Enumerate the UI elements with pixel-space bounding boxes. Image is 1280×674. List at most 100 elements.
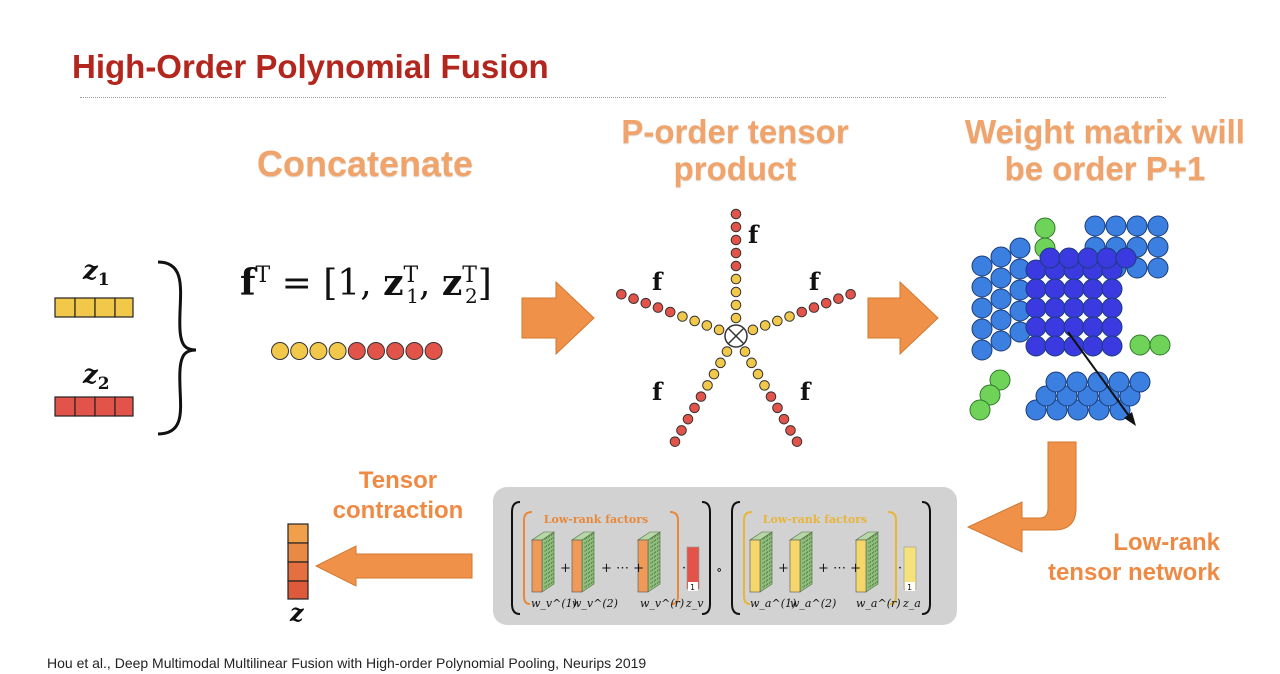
tensor-contraction-line2: contraction: [332, 497, 464, 524]
weight-node-green: [969, 399, 991, 421]
tensor-arm-node: [730, 234, 742, 246]
formula-f: f: [240, 262, 256, 304]
formula-comma: ,: [418, 263, 442, 304]
weight-node-blue: [1066, 371, 1088, 393]
weight-node-blue: [1126, 215, 1148, 237]
weight-node-dark-blue: [1096, 247, 1118, 269]
tensor-arm-node: [739, 346, 751, 357]
tensor-arm-node: [746, 357, 757, 369]
weight-node-dark-blue: [1101, 297, 1123, 319]
tensor-arm-node: [616, 288, 627, 300]
f-vector: [271, 342, 443, 360]
tensor-arm-node: [791, 436, 803, 447]
tensor-arm-node: [730, 221, 742, 233]
tensor-arm-node: [730, 208, 742, 220]
tensor-product-heading: P-order tensor product: [600, 113, 870, 188]
tensor-arm-node: [730, 312, 742, 324]
weight-axis-arrow: [1067, 331, 1133, 421]
weight-node-blue: [971, 276, 993, 298]
weight-node-dark-blue: [1115, 247, 1137, 269]
weight-matrix-heading-line1: Weight matrix will: [965, 113, 1245, 150]
tensor-arm-node: [730, 247, 742, 259]
weight-node-dark-blue: [1039, 247, 1061, 269]
weight-node-blue: [1129, 371, 1151, 393]
dot-a: ·: [898, 561, 902, 576]
arrow-contraction: [314, 545, 473, 587]
label-za: z_a: [902, 597, 921, 610]
tensor-arm-node: [796, 306, 808, 318]
weight-matrix-heading-line2: be order P+1: [1004, 149, 1206, 187]
weight-node-dark-blue: [1025, 297, 1047, 319]
f-vector-node: [328, 342, 347, 360]
tensor-arm-node: [752, 368, 764, 380]
factor-slab: [637, 531, 661, 593]
arrow-concat-to-product: [521, 280, 595, 356]
weight-node-blue: [990, 309, 1012, 331]
weight-node-dark-blue: [1063, 278, 1085, 300]
tensor-arm-node: [730, 286, 742, 298]
formula-z2-transpose: T: [462, 263, 477, 288]
tensor-arm-node: [695, 391, 707, 402]
tensor-arm-node: [677, 311, 688, 322]
z1-label: z1: [83, 256, 110, 290]
weight-node-dark-blue: [1077, 247, 1099, 269]
dot-v: ·: [682, 561, 686, 576]
arrow-weight-to-lowrank: [966, 441, 1077, 553]
weight-node-blue: [1105, 215, 1127, 237]
tensor-arm-node: [784, 311, 795, 322]
low-rank-factor-panel: [493, 487, 957, 625]
tensor-arm-node: [701, 320, 713, 331]
label-wa1: w_a^(1): [750, 597, 796, 610]
factor-slab: [855, 531, 879, 593]
label-wv1: w_v^(1): [531, 597, 577, 610]
z1-subscript: 1: [97, 270, 110, 291]
tensor-product-heading-line2: product: [673, 149, 797, 187]
low-rank-line1: Low-rank: [1113, 529, 1220, 556]
tensor-arm-node: [833, 293, 844, 305]
f-vector-node: [347, 342, 366, 360]
dots-plus-a: + ⋯ +: [818, 561, 861, 576]
title-divider: [80, 97, 1166, 98]
circ-operator: ∘: [716, 563, 722, 578]
weight-node-green: [989, 369, 1011, 391]
tensor-arm-node: [785, 425, 796, 436]
curly-brace: [157, 260, 197, 436]
f-vector-node: [290, 342, 309, 360]
weight-axis-arrowhead: [1124, 412, 1136, 426]
factor-slab: [531, 531, 555, 593]
z1-vector: [54, 297, 134, 318]
weight-node-dark-blue: [1082, 316, 1104, 338]
z2-subscript: 2: [97, 374, 110, 395]
tensor-arm-node: [772, 315, 783, 327]
output-z-label: z: [290, 598, 304, 627]
formula-close: ]: [477, 263, 492, 304]
factor-group-v: Low-rank factors: [511, 501, 711, 615]
weight-node-green: [1129, 334, 1151, 356]
tensor-arm-node: [730, 260, 742, 272]
weight-tensor: [969, 215, 1171, 421]
factor-slab: [789, 531, 813, 593]
tensor-arm-node: [772, 402, 783, 414]
factor-group-v-title: Low-rank factors: [544, 513, 648, 526]
factor-group-a-title: Low-rank factors: [763, 513, 867, 526]
weight-node-dark-blue: [1101, 316, 1123, 338]
z2-label: z2: [83, 360, 110, 394]
weight-node-dark-blue: [1082, 335, 1104, 357]
tensor-product-heading-line1: P-order tensor: [621, 113, 849, 150]
weight-node-dark-blue: [1025, 278, 1047, 300]
weight-node-blue: [971, 339, 993, 361]
weight-node-blue: [1084, 215, 1106, 237]
formula-equals-open: = [1,: [270, 263, 384, 304]
weight-node-blue: [1147, 236, 1169, 258]
z1-symbol: z: [83, 256, 98, 286]
tensor-arm-node: [676, 425, 687, 436]
tensor-arm-node: [664, 306, 676, 318]
formula-z1-transpose: T: [403, 263, 419, 288]
weight-node-dark-blue: [1063, 297, 1085, 319]
arm-label-lower-left: f: [652, 377, 664, 406]
weight-node-green: [1149, 334, 1171, 356]
label-wvr: w_v^(r): [640, 597, 684, 610]
label-wa2: w_a^(2): [790, 597, 836, 610]
tensor-arm-node: [652, 302, 664, 313]
factor-slab: [749, 531, 773, 593]
